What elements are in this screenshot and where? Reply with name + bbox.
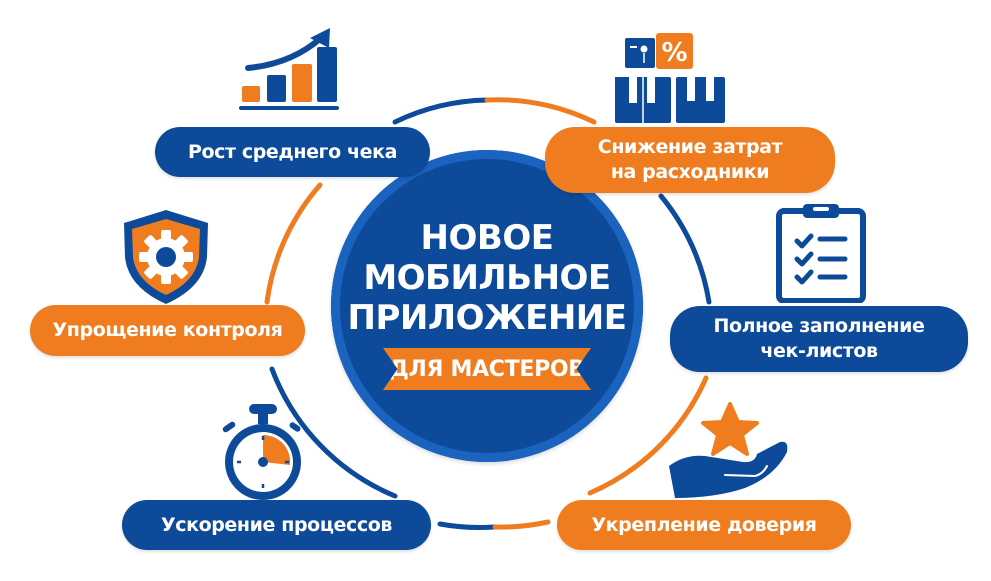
benefit-label: на расходники	[610, 161, 770, 183]
center-title: НОВОЕ МОБИЛЬНОЕ ПРИЛОЖЕНИЕ	[331, 218, 643, 338]
center-ribbon: ДЛЯ МАСТЕРОВ	[383, 348, 591, 390]
ribbon-label: ДЛЯ МАСТЕРОВ	[389, 356, 585, 382]
bar-chart-growth-icon	[239, 28, 339, 110]
benefit-label: чек-листов	[760, 340, 878, 362]
benefit-checklist-completion: Полное заполнение чек-листов	[670, 306, 968, 372]
benefit-label: Укрепление доверия	[591, 513, 817, 536]
shield-gear-icon	[124, 210, 208, 304]
benefit-label: Ускорение процессов	[160, 513, 393, 536]
svg-text:%: %	[661, 38, 687, 68]
benefit-label: Снижение затрат	[597, 136, 783, 158]
center-title-line: МОБИЛЬНОЕ	[363, 258, 611, 298]
center-badge: НОВОЕ МОБИЛЬНОЕ ПРИЛОЖЕНИЕ ДЛЯ МАСТЕРОВ	[331, 150, 643, 462]
stopwatch-icon	[222, 404, 301, 500]
hand-star-icon	[669, 402, 788, 498]
benefit-average-check-growth: Рост среднего чека	[155, 127, 430, 177]
benefit-label: Упрощение контроля	[52, 319, 283, 341]
benefit-trust-strengthening: Укрепление доверия	[557, 500, 851, 550]
clipboard-checklist-icon	[776, 204, 866, 303]
benefit-control-simplification: Упрощение контроля	[30, 305, 305, 356]
benefit-label: Полное заполнение	[713, 315, 925, 337]
center-title-line: НОВОЕ	[420, 218, 554, 258]
center-title-line: ПРИЛОЖЕНИЕ	[347, 298, 627, 338]
benefit-label: Рост среднего чека	[187, 140, 398, 163]
benefit-process-acceleration: Ускорение процессов	[122, 500, 431, 550]
boxes-discount-icon: %	[615, 33, 725, 123]
benefit-consumables-cost-reduction: Снижение затрат на расходники	[545, 127, 835, 193]
